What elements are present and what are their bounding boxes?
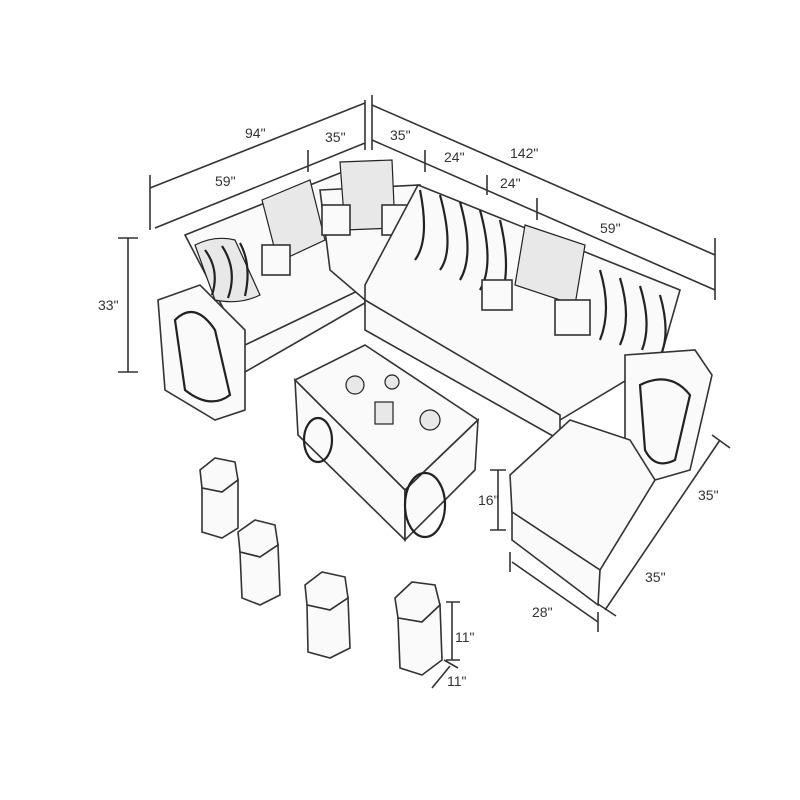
dim-stool-width: 11": [447, 673, 467, 689]
stool: [304, 571, 351, 659]
dim-right-seat1: 24": [444, 149, 465, 165]
stool: [394, 581, 443, 676]
stools: [199, 457, 443, 676]
dim-right-seat3: 59": [600, 220, 621, 236]
coffee-table: [293, 344, 480, 542]
stool: [237, 519, 281, 606]
dim-height: 33": [98, 297, 119, 313]
dimension-labels: 94" 35" 59" 35" 24" 142" 24" 59" 33" 16"…: [98, 125, 719, 689]
dim-left-total: 94": [245, 125, 266, 141]
dim-seat-height: 16": [478, 492, 499, 508]
sofa-chaise: [509, 419, 656, 607]
stool: [199, 457, 239, 539]
dim-stool-height: 11": [455, 629, 475, 645]
dim-right-corner: 35": [390, 127, 411, 143]
dimension-lines: [118, 95, 731, 689]
dim-chaise-depth: 35": [645, 569, 666, 585]
dim-chaise-seat: 28": [532, 604, 553, 620]
sofa-right-section: [364, 183, 713, 481]
dim-left-corner: 35": [325, 129, 346, 145]
dim-chaise-width: 35": [698, 487, 719, 503]
dim-right-seat2: 24": [500, 175, 521, 191]
dim-left-seat: 59": [215, 173, 236, 189]
dim-right-total: 142": [510, 145, 538, 161]
